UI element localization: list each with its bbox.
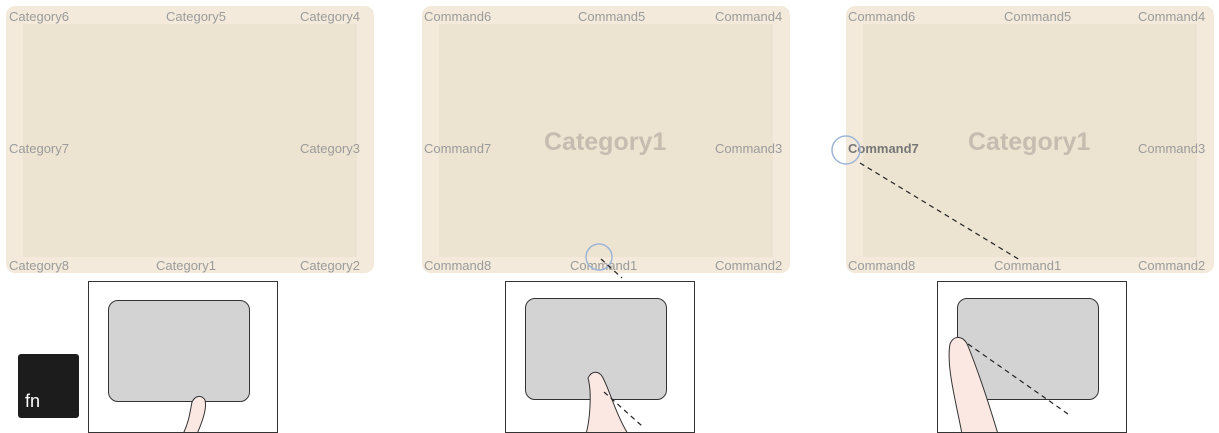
command4-label[interactable]: Command4	[1138, 9, 1206, 24]
command2-label[interactable]: Command2	[1138, 258, 1206, 273]
category3-label[interactable]: Category3	[300, 141, 360, 156]
command5-label[interactable]: Command5	[578, 9, 646, 24]
touchpad[interactable]	[108, 300, 250, 402]
command-menu-panel-2: Category1 Command6 Command5 Command4 Com…	[846, 6, 1214, 273]
cursor-ring	[831, 135, 861, 165]
cursor-ring	[585, 243, 613, 271]
category6-label[interactable]: Category6	[9, 9, 69, 24]
command-menu-panel-1: Category1 Command6 Command5 Command4 Com…	[422, 6, 790, 273]
menu-center-area	[863, 24, 1197, 257]
command8-label[interactable]: Command8	[424, 258, 492, 273]
command2-label[interactable]: Command2	[715, 258, 783, 273]
command3-label[interactable]: Command3	[1138, 141, 1206, 156]
command3-label[interactable]: Command3	[715, 141, 783, 156]
finger-icon	[183, 395, 206, 432]
fn-key[interactable]: fn	[18, 354, 79, 418]
swipe-path-line	[859, 162, 1021, 261]
category1-label[interactable]: Category1	[156, 258, 216, 273]
command7-label-selected[interactable]: Command7	[848, 141, 919, 156]
menu-center-area	[23, 24, 357, 257]
category5-label[interactable]: Category5	[166, 9, 226, 24]
category-menu-panel: Category6 Category5 Category4 Category7 …	[6, 6, 374, 273]
touchpad-frame-1	[88, 281, 278, 433]
command6-label[interactable]: Command6	[848, 9, 916, 24]
finger-icon	[948, 337, 1069, 432]
category7-label[interactable]: Category7	[9, 141, 69, 156]
command1-label[interactable]: Command1	[994, 258, 1062, 273]
command5-label[interactable]: Command5	[1004, 9, 1072, 24]
category-title: Category1	[968, 128, 1091, 156]
touchpad-frame-3	[937, 281, 1127, 433]
category-title: Category1	[544, 128, 667, 156]
swipe-path-line	[967, 343, 1069, 415]
command8-label[interactable]: Command8	[848, 258, 916, 273]
menu-center-area	[439, 24, 773, 257]
finger-icon	[585, 371, 643, 432]
command4-label[interactable]: Command4	[715, 9, 783, 24]
category4-label[interactable]: Category4	[300, 9, 360, 24]
command6-label[interactable]: Command6	[424, 9, 492, 24]
fn-key-label: fn	[25, 391, 41, 411]
category2-label[interactable]: Category2	[300, 258, 360, 273]
swipe-path-line	[600, 258, 623, 279]
command7-label[interactable]: Command7	[424, 141, 492, 156]
category8-label[interactable]: Category8	[9, 258, 69, 273]
